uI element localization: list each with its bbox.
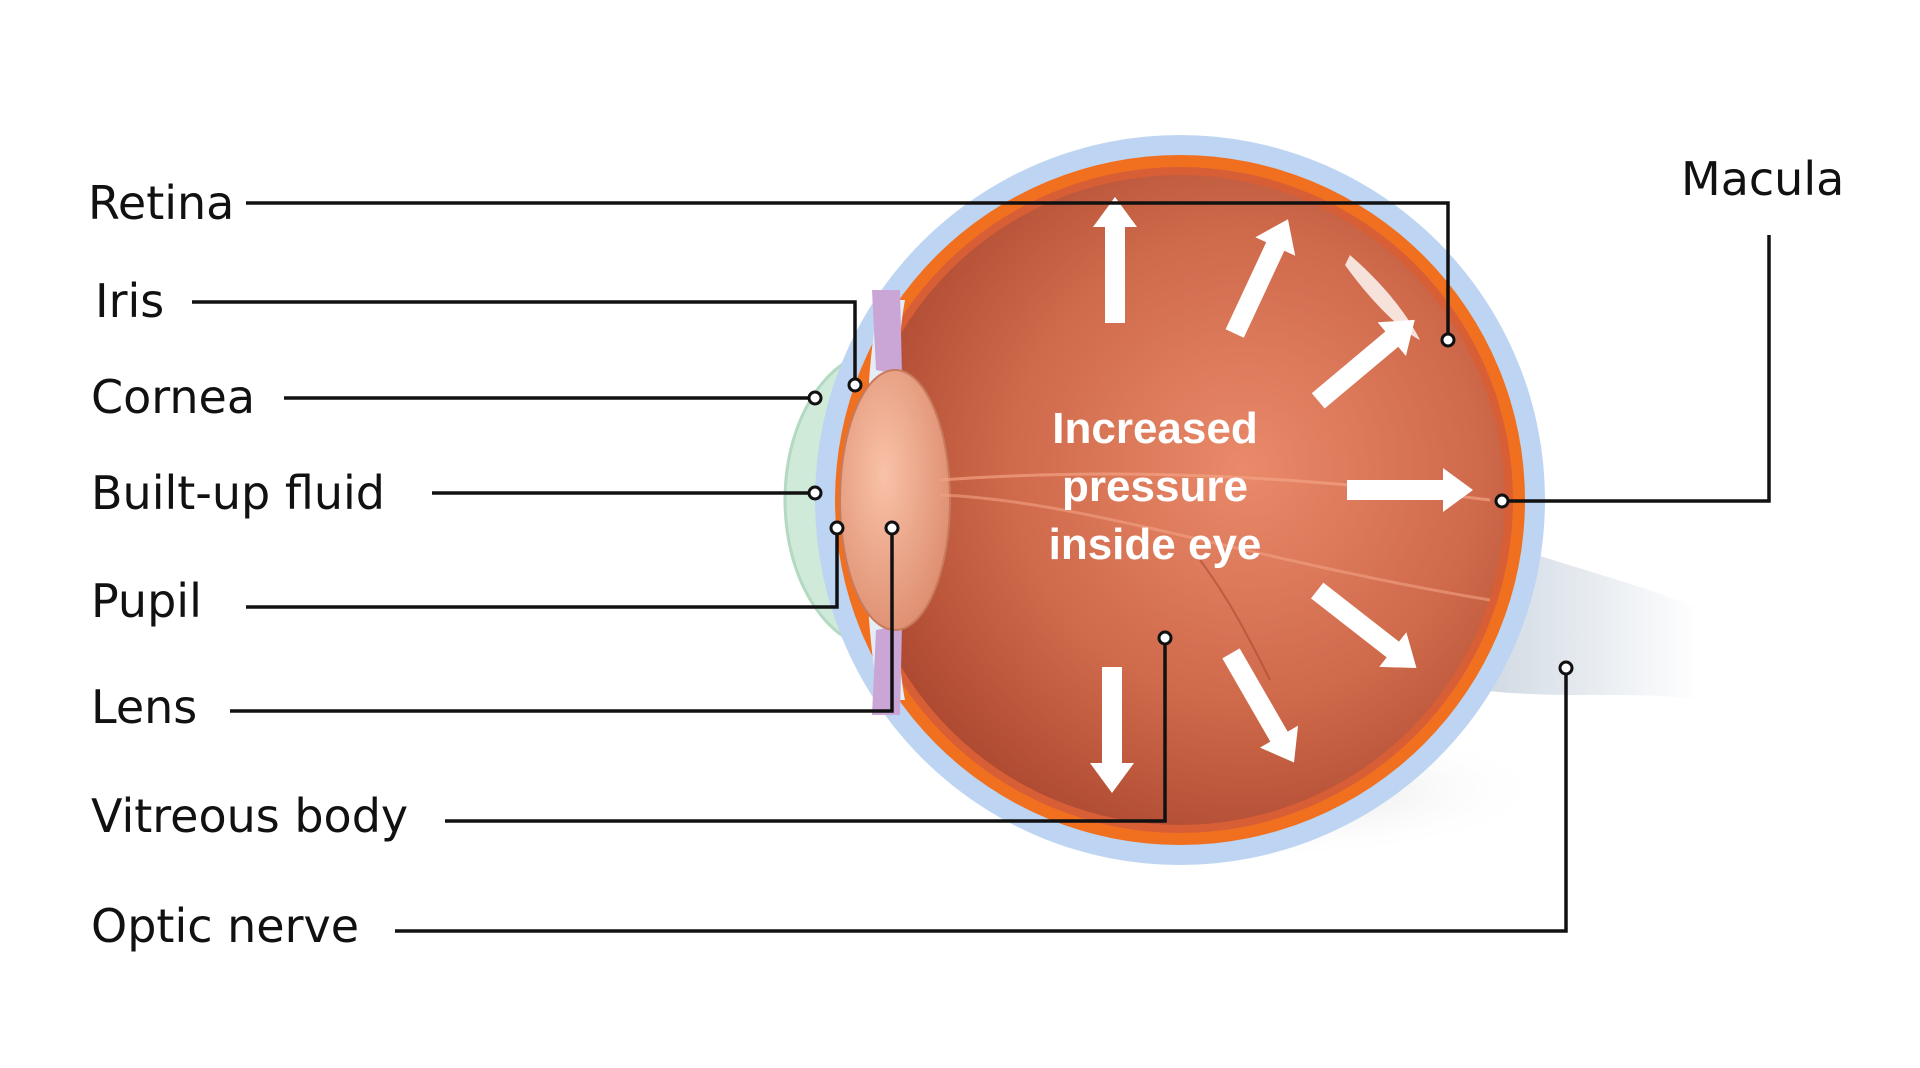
iris-dot — [847, 377, 863, 393]
retina-dot — [1440, 332, 1456, 348]
pressure-caption-line2: pressure — [1062, 462, 1248, 511]
label-macula: Macula — [1681, 152, 1845, 206]
lens-leader — [230, 528, 894, 713]
pressure-caption-line1: Increased — [1052, 404, 1258, 453]
arrow-right-up — [1311, 319, 1415, 409]
pressure-arrows — [1090, 197, 1473, 793]
label-built-up-fluid: Built-up fluid — [91, 466, 385, 520]
optic-nerve-dot — [1558, 660, 1574, 676]
blood-vessel — [939, 493, 1491, 602]
pressure-caption-line3: inside eye — [1048, 520, 1262, 569]
iris-lower-shape — [872, 625, 902, 715]
label-retina: Retina — [88, 176, 235, 230]
label-pupil: Pupil — [91, 574, 202, 628]
label-cornea: Cornea — [91, 370, 256, 424]
fluid-dot — [807, 485, 823, 501]
cornea-dot — [807, 390, 823, 406]
label-iris: Iris — [95, 274, 165, 328]
optic-nerve-leader — [395, 668, 1568, 933]
label-lens: Lens — [91, 680, 198, 734]
lens-dot — [884, 520, 900, 536]
pressure-caption: Increased pressure inside eye — [1010, 400, 1300, 574]
blood-vessel — [1199, 559, 1271, 681]
arrow-right — [1347, 468, 1473, 512]
retina-leader — [246, 201, 1450, 340]
vitreous-body-shape — [855, 175, 1505, 825]
label-vitreous-body: Vitreous body — [91, 789, 409, 843]
vitreous-leader — [445, 638, 1167, 823]
macula-dot — [1494, 493, 1510, 509]
arrow-right-down — [1311, 582, 1417, 669]
arrow-up-right — [1225, 219, 1296, 338]
leader-dots — [807, 332, 1574, 676]
arrow-up — [1093, 197, 1137, 323]
arrow-down — [1090, 667, 1134, 793]
lens-shape — [839, 369, 951, 631]
label-optic-nerve: Optic nerve — [91, 899, 360, 953]
specular-highlight — [1345, 255, 1420, 340]
arrow-down-right — [1222, 648, 1299, 763]
iris-upper-shape — [872, 290, 902, 375]
iris-leader — [192, 300, 857, 385]
vitreous-dot — [1157, 630, 1173, 646]
pupil-dot — [829, 520, 845, 536]
pupil-leader — [246, 528, 839, 609]
macula-leader — [1502, 235, 1771, 503]
leader-lines — [192, 201, 1771, 933]
